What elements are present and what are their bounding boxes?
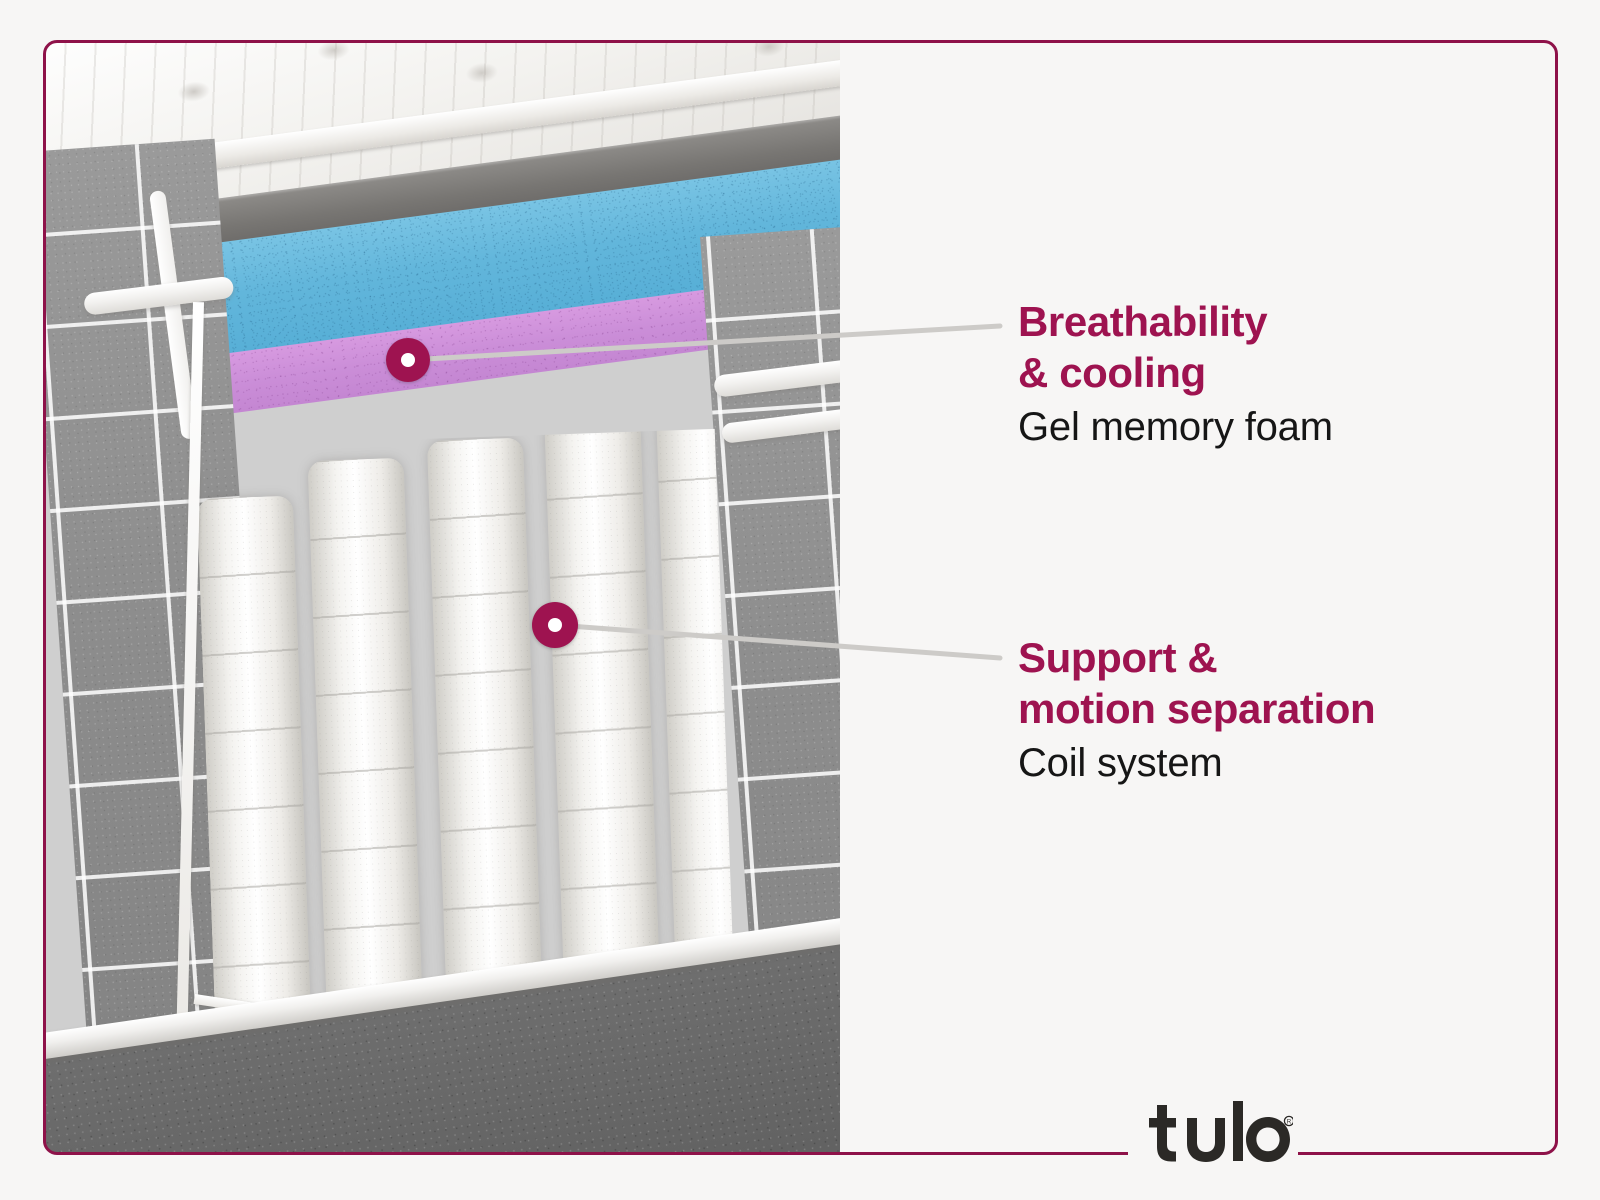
brand-logo: R	[1118, 1094, 1318, 1174]
tulo-wordmark-icon: R	[1149, 1101, 1293, 1162]
marker-ring-icon	[386, 338, 430, 382]
callout-marker-support[interactable]	[532, 602, 578, 648]
leader-line-breathability	[405, 323, 1003, 363]
callout-breathability: Breathability & cooling Gel memory foam	[1018, 296, 1333, 452]
marker-core-icon	[547, 617, 563, 633]
marker-core-icon	[400, 352, 416, 368]
callout-marker-breathability[interactable]	[386, 338, 430, 382]
callout-support-title: Support & motion separation	[1018, 634, 1376, 733]
mattress-cutaway-photo	[45, 42, 840, 1153]
callout-support: Support & motion separation Coil system	[1018, 632, 1376, 788]
leader-line-support	[553, 622, 1003, 661]
callout-breathability-title: Breathability & cooling	[1018, 298, 1268, 397]
marker-ring-icon	[532, 602, 578, 648]
callout-breathability-subtitle: Gel memory foam	[1018, 405, 1333, 450]
svg-text:R: R	[1287, 1119, 1292, 1126]
callout-support-subtitle: Coil system	[1018, 741, 1223, 786]
